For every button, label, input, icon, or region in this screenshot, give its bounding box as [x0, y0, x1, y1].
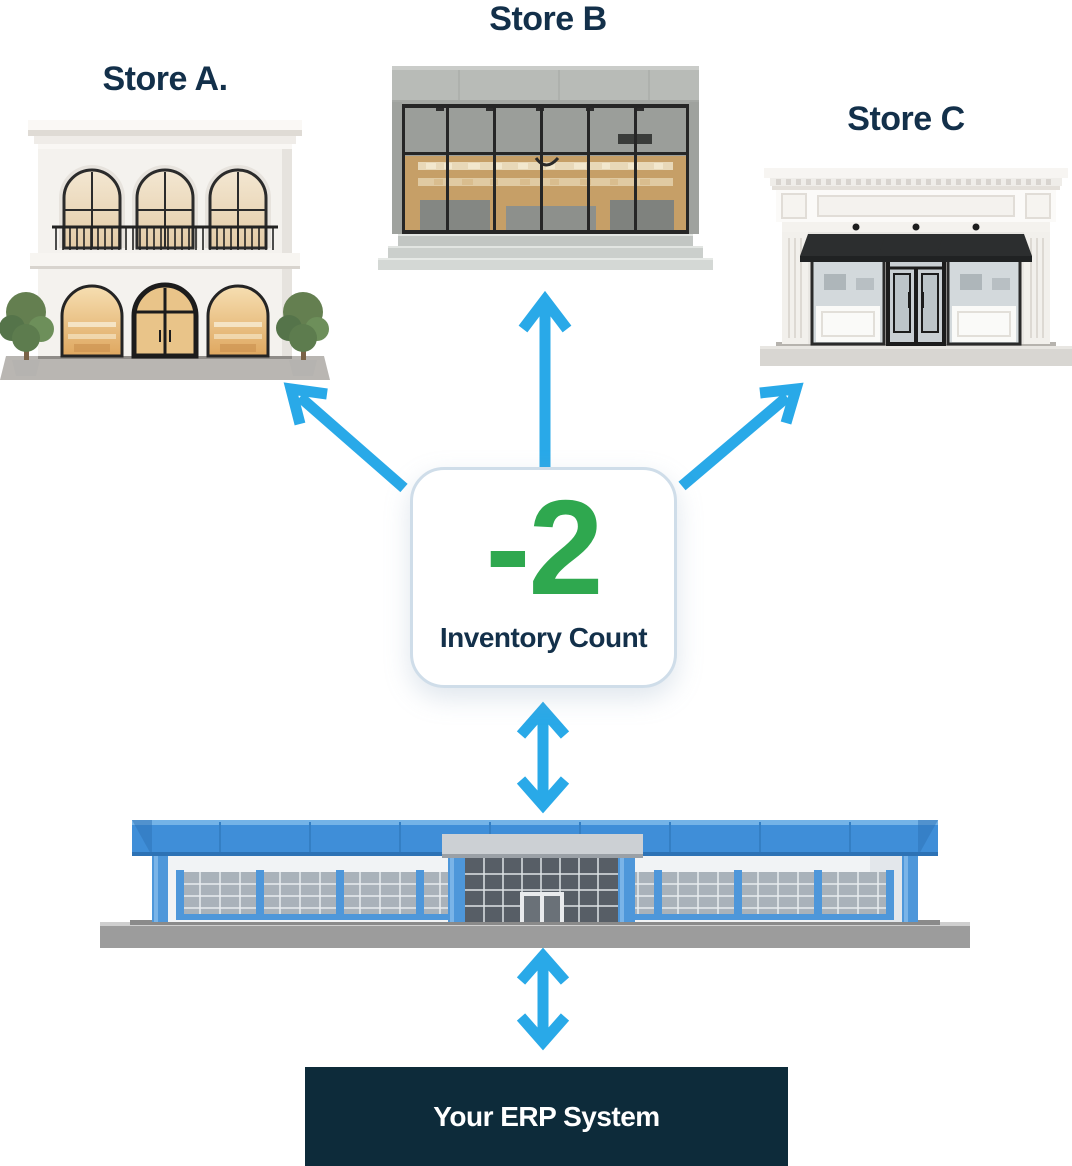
arrow-up-right-to-store-c-icon [678, 382, 804, 491]
store-c-label: Store C [847, 100, 965, 138]
erp-system-box: Your ERP System [305, 1067, 788, 1166]
arrow-up-left-to-store-a-icon [283, 382, 408, 493]
interior [404, 104, 687, 234]
double-arrow-card-warehouse-icon [516, 701, 570, 814]
inventory-count-label: Inventory Count [439, 622, 648, 653]
entrance-door [520, 892, 564, 922]
awnings [800, 234, 1032, 262]
floor-divider [30, 253, 300, 268]
fascia [776, 190, 1056, 232]
entry-door [131, 282, 199, 359]
store-b-label: Store B [489, 0, 607, 38]
arrow-up-to-store-b-icon [518, 290, 572, 467]
warehouse-illustration [100, 820, 970, 948]
inventory-count-card: -2 Inventory Count [410, 467, 677, 688]
ground-floor [60, 282, 270, 359]
ground [100, 920, 970, 948]
tree-left [0, 292, 54, 376]
steps [378, 234, 713, 270]
inventory-count-value: -2 [485, 472, 603, 623]
fascia [392, 66, 699, 104]
store-b-illustration [378, 66, 713, 270]
store-a-illustration [0, 120, 330, 380]
cornice [764, 168, 1068, 190]
corner-pilasters [152, 856, 918, 922]
balcony-railing [52, 225, 278, 250]
store-a-label: Store A. [102, 60, 228, 98]
tree-right [276, 292, 329, 376]
store-c-illustration [760, 168, 1072, 366]
entry-door [886, 250, 946, 346]
center-entrance [442, 834, 643, 922]
upper-windows [59, 165, 271, 250]
erp-system-label: Your ERP System [433, 1100, 660, 1132]
glazing-frame [392, 102, 699, 234]
windows-door [810, 250, 1022, 346]
floor-divider-shadow [30, 266, 300, 269]
double-arrow-warehouse-erp-icon [516, 947, 570, 1051]
pilasters [782, 232, 1050, 344]
